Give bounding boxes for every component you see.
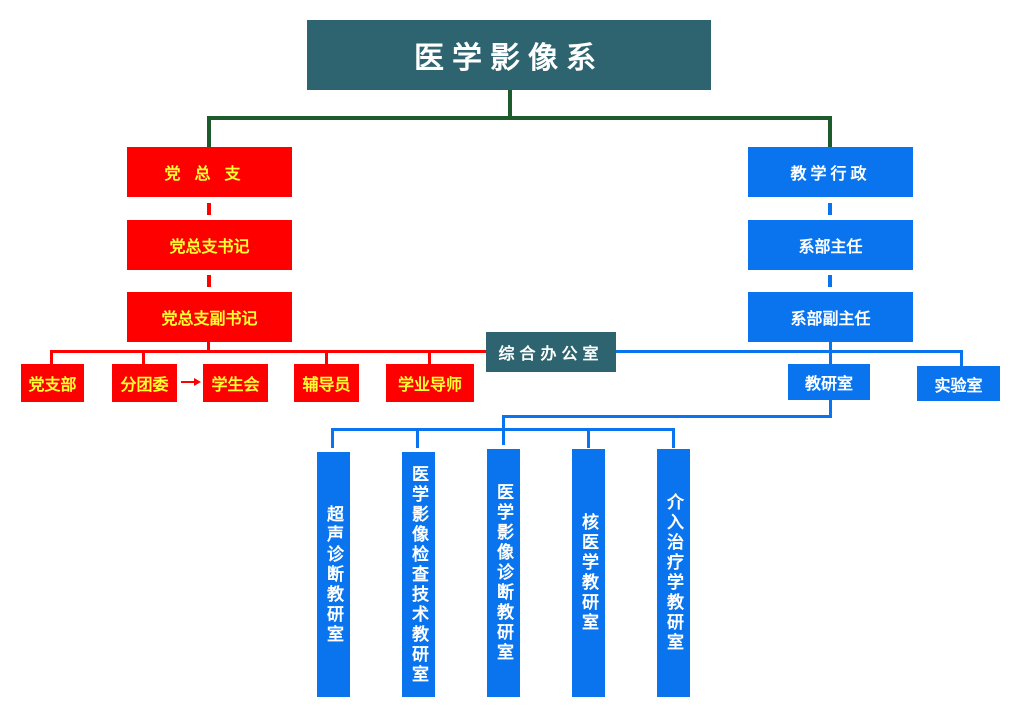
- connector-party-1: [207, 203, 211, 215]
- imaging-technique-office-box: 医学影像检查技术教研室: [402, 452, 435, 697]
- teaching-research-office-box: 教研室: [788, 364, 870, 400]
- interventional-therapy-office-box: 介入治疗学教研室: [657, 449, 690, 697]
- general-office-box: 综合办公室: [486, 332, 616, 372]
- connector-admin-horizontal: [616, 350, 963, 353]
- connector-tro-horizontal-upper: [502, 415, 832, 418]
- connector-party-2: [207, 275, 211, 287]
- party-sub-branch-box: 党支部: [21, 364, 84, 402]
- drop-office-4: [587, 428, 590, 448]
- drop-office-1: [331, 428, 334, 448]
- academic-advisor-box: 学业导师: [386, 364, 474, 402]
- youth-league-box: 分团委: [112, 364, 177, 402]
- drop-1: [50, 350, 53, 364]
- drop-2: [142, 350, 145, 364]
- connector-to-party: [207, 116, 211, 148]
- party-secretary-box: 党总支书记: [127, 220, 292, 270]
- student-union-box: 学生会: [203, 364, 268, 402]
- drop-3: [325, 350, 328, 364]
- connector-admin-down: [829, 342, 832, 366]
- counselor-box: 辅导员: [294, 364, 359, 402]
- teaching-admin-box: 教学行政: [748, 147, 913, 197]
- nuclear-medicine-office-box: 核医学教研室: [572, 449, 605, 697]
- department-title: 医学影像系: [307, 20, 711, 90]
- connector-offices-horizontal: [331, 428, 675, 431]
- department-director-box: 系部主任: [748, 220, 913, 270]
- arrow-head-icon: [194, 378, 201, 386]
- party-branch-box: 党总支: [127, 147, 292, 197]
- deputy-director-box: 系部副主任: [748, 292, 913, 342]
- connector-to-admin: [828, 116, 832, 148]
- drop-lab: [960, 350, 963, 366]
- ultrasound-office-box: 超声诊断教研室: [317, 452, 350, 697]
- laboratory-box: 实验室: [917, 366, 1000, 401]
- connector-admin-2: [828, 275, 832, 287]
- drop-4: [428, 350, 431, 364]
- connector-party-horizontal: [50, 350, 486, 353]
- connector-title-down: [508, 90, 512, 118]
- arrow-right-icon: [181, 381, 195, 383]
- connector-admin-1: [828, 203, 832, 215]
- drop-office-2: [416, 428, 419, 448]
- party-deputy-secretary-box: 党总支副书记: [127, 292, 292, 342]
- imaging-diagnosis-office-box: 医学影像诊断教研室: [487, 449, 520, 697]
- connector-party-down: [207, 342, 210, 352]
- drop-office-5: [672, 428, 675, 448]
- connector-tro-down: [829, 400, 832, 417]
- connector-top-horizontal: [207, 116, 832, 120]
